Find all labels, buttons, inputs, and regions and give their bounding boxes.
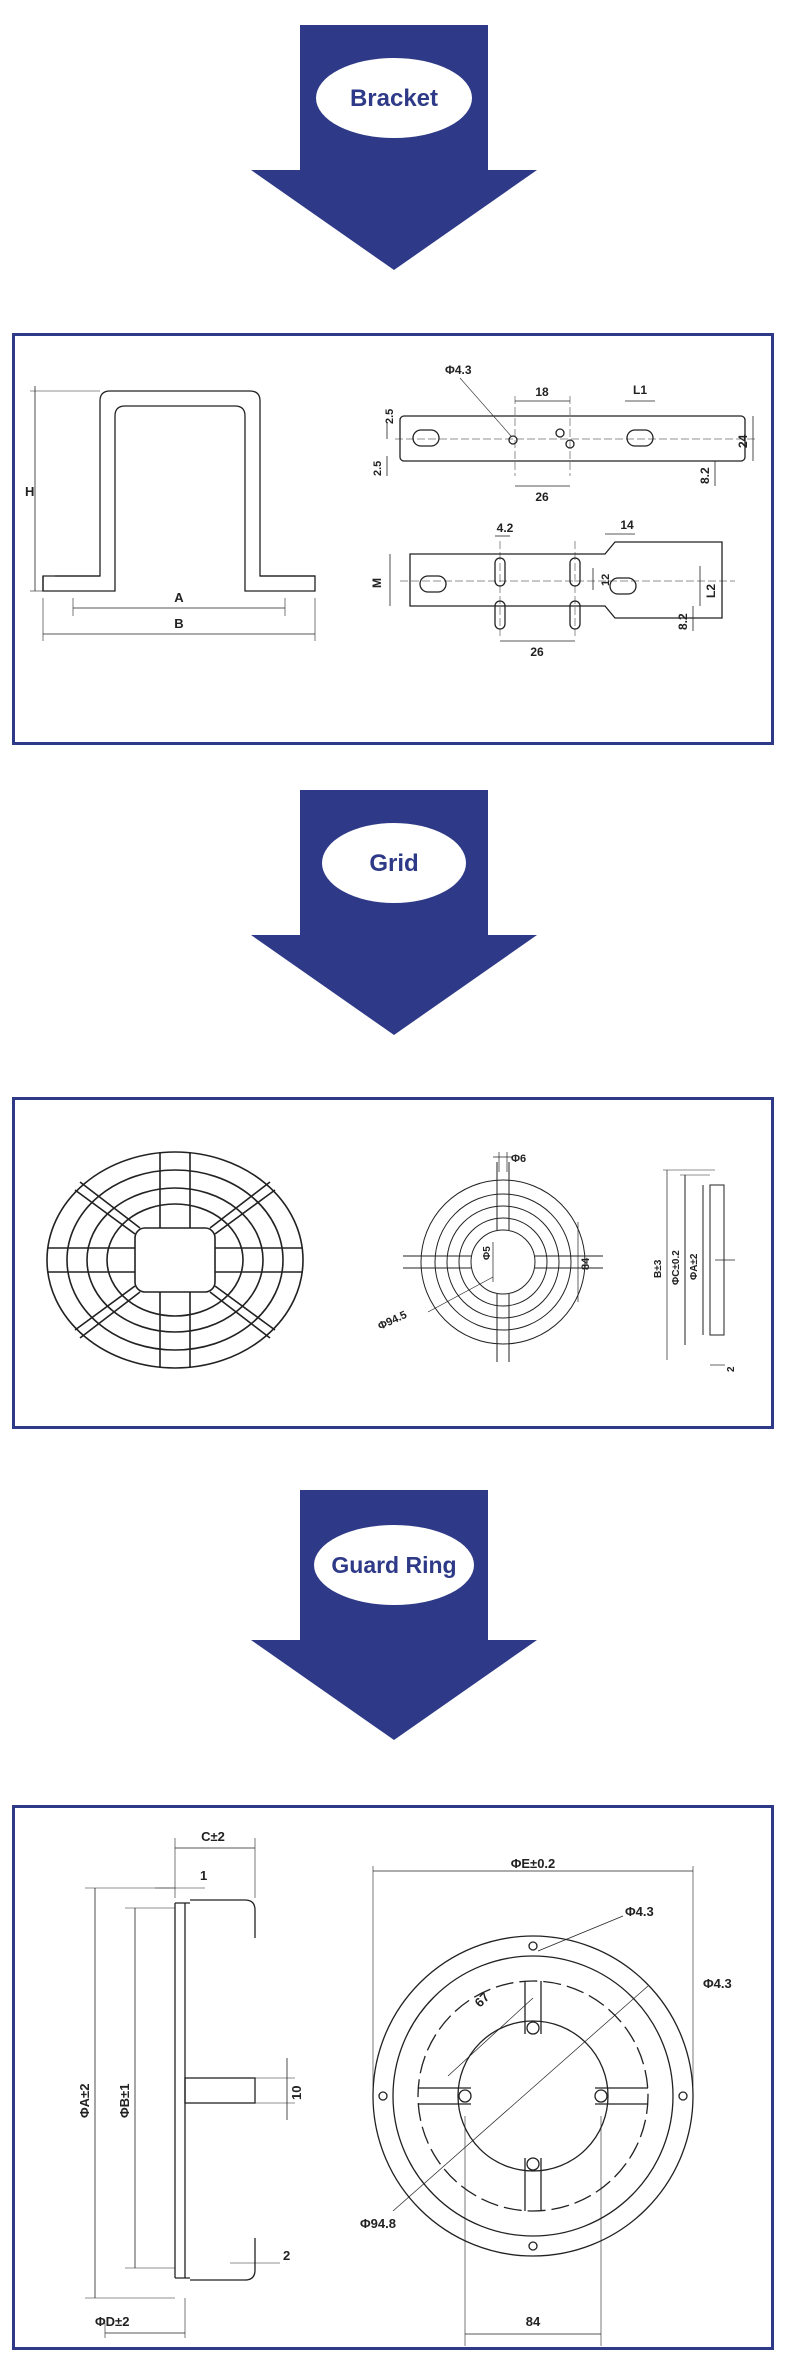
label-4-2: 4.2 — [497, 521, 514, 535]
label-L1: L1 — [633, 383, 647, 397]
label-8-2-bottom: 8.2 — [676, 613, 690, 630]
guard-ring-title: Guard Ring — [331, 1552, 456, 1578]
label-24: 24 — [736, 434, 750, 448]
label-B3: B±3 — [653, 1259, 664, 1278]
label-phiA-grid: ΦA±2 — [689, 1253, 700, 1280]
label-phiB1: ΦB±1 — [117, 2084, 132, 2118]
label-2-guard: 2 — [283, 2248, 290, 2263]
label-1: 1 — [200, 1868, 207, 1883]
label-phi4-3-a: Φ4.3 — [625, 1904, 654, 1919]
label-phi94-5: Φ94.5 — [376, 1309, 409, 1333]
label-18: 18 — [535, 385, 549, 399]
label-phi5: Φ5 — [482, 1246, 493, 1260]
label-phiC: ΦC±0.2 — [671, 1250, 682, 1285]
label-67: 67 — [472, 1989, 493, 2010]
label-phiA2: ΦA±2 — [77, 2084, 92, 2118]
label-84-guard: 84 — [526, 2314, 541, 2329]
guard-ring-drawing: C±2 1 ΦA±2 ΦB±1 10 2 ΦD±2 ΦE±0.2 Φ4.3 Φ4… — [77, 1829, 732, 2346]
label-phi6: Φ6 — [511, 1153, 526, 1165]
bracket-title: Bracket — [350, 85, 438, 112]
label-phi43-top: Φ4.3 — [445, 363, 472, 377]
label-phi94-8: Φ94.8 — [360, 2216, 396, 2231]
label-B: B — [174, 616, 183, 631]
label-26-top: 26 — [535, 490, 549, 504]
label-2-5-b: 2.5 — [372, 461, 384, 476]
label-phiE: ΦE±0.2 — [511, 1856, 556, 1871]
label-A: A — [174, 590, 184, 605]
bracket-drawing: H A B Φ4.3 18 L1 2.5 2.5 24 8.2 26 4.2 1… — [25, 363, 755, 659]
label-L2: L2 — [704, 584, 718, 598]
guard-ring-panel: C±2 1 ΦA±2 ΦB±1 10 2 ΦD±2 ΦE±0.2 Φ4.3 Φ4… — [12, 1805, 774, 2350]
label-M: M — [370, 578, 384, 588]
label-phi4-3-b: Φ4.3 — [703, 1976, 732, 1991]
grid-arrow: Grid — [251, 790, 537, 1035]
label-14: 14 — [620, 518, 634, 532]
label-8-2-top: 8.2 — [698, 467, 712, 484]
label-10: 10 — [289, 2086, 304, 2100]
bracket-panel: H A B Φ4.3 18 L1 2.5 2.5 24 8.2 26 4.2 1… — [12, 333, 774, 745]
guard-ring-arrow: Guard Ring — [251, 1490, 537, 1740]
label-12: 12 — [600, 574, 612, 586]
label-2-5-a: 2.5 — [384, 409, 396, 424]
grid-panel: Φ6 Φ5 84 Φ94.5 B±3 ΦC±0.2 ΦA±2 2 — [12, 1097, 774, 1429]
label-phiD2: ΦD±2 — [95, 2314, 129, 2329]
bracket-arrow: Bracket — [251, 25, 537, 270]
grid-title: Grid — [369, 850, 418, 877]
label-2-grid: 2 — [726, 1366, 737, 1372]
label-C2: C±2 — [201, 1829, 225, 1844]
label-26-bottom: 26 — [530, 645, 544, 659]
label-84-grid: 84 — [580, 1257, 592, 1270]
grid-drawing: Φ6 Φ5 84 Φ94.5 B±3 ΦC±0.2 ΦA±2 2 — [46, 1151, 737, 1372]
label-H: H — [25, 484, 34, 499]
